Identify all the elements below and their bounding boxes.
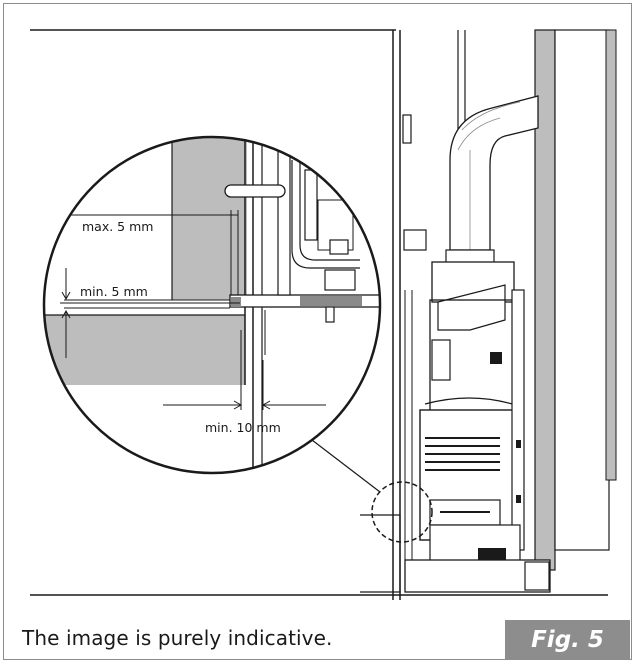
max-gap-label: max. 5 mm xyxy=(82,219,153,234)
disclaimer-caption: The image is purely indicative. xyxy=(22,626,333,650)
dimension-lines xyxy=(61,210,326,410)
detail-leader-line xyxy=(311,439,381,493)
stove-body xyxy=(360,229,551,593)
min-gap-vertical-label: min. 5 mm xyxy=(80,284,148,299)
detail-zoom-circle xyxy=(42,135,382,475)
wall xyxy=(392,30,412,600)
min-gap-horizontal-label: min. 10 mm xyxy=(205,420,281,435)
flue-pipe xyxy=(445,95,539,267)
figure-label: Fig. 5 xyxy=(505,620,630,660)
figure-frame xyxy=(3,3,632,660)
detail-marker-circle xyxy=(371,481,433,543)
detail-zoom-background xyxy=(44,137,380,473)
detail-zoom-content xyxy=(44,137,380,473)
cladding-structure xyxy=(457,29,617,571)
